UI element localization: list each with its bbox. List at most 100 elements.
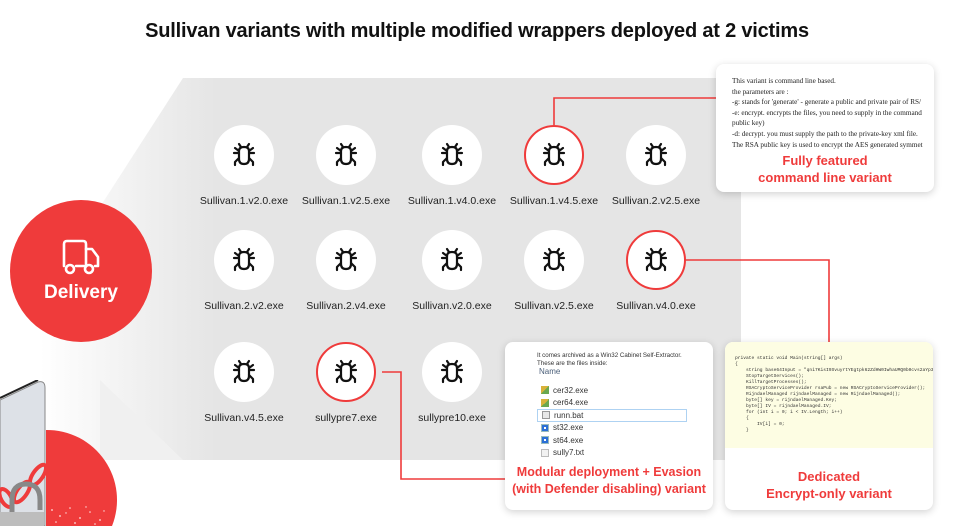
code-line: StopTargetServices(); (735, 374, 804, 379)
card-caption: Modular deployment + Evasion (with Defen… (505, 464, 713, 498)
bug-icon (214, 342, 274, 402)
variant-filename: Sullivan.2.v2.5.exe (611, 195, 701, 207)
variant-filename: Sullivan.1.v4.5.exe (509, 195, 599, 207)
file-name: st32.exe (553, 423, 584, 433)
archive-file-row: cer64.exe (537, 397, 687, 410)
archive-file-row: runn.bat (537, 409, 687, 422)
description-line: This variant is command line based. (732, 77, 836, 85)
code-line: byte[] key = rijndaelManaged.Key; (735, 398, 837, 403)
delivery-label: Delivery (44, 282, 118, 303)
archive-file-row: st32.exe (537, 422, 687, 435)
bug-icon (316, 125, 376, 185)
column-header-name: Name (539, 367, 561, 376)
variant-item: Sullivan.v2.0.exe (397, 230, 507, 312)
bug-icon (316, 230, 376, 290)
bug-icon (316, 342, 376, 402)
archive-file-list: cer32.exe cer64.exe runn.bat st32.exe st64.e… (537, 384, 687, 459)
batch-file-icon (542, 411, 550, 420)
description-line: the parameters are : (732, 87, 789, 96)
bug-icon (214, 125, 274, 185)
code-line: { (735, 362, 738, 367)
card-caption: Fully featured command line variant (716, 152, 934, 186)
locked-door-illustration (0, 380, 118, 526)
page-title: Sullivan variants with multiple modified… (145, 20, 809, 42)
code-line: for (int i = 0; i < IV.Length; i++) (735, 410, 843, 415)
truck-icon (62, 239, 100, 275)
code-line: RSACryptoServiceProvider rsaPub = new RS… (735, 386, 926, 391)
variant-item: Sullivan.v4.0.exe (601, 230, 711, 312)
caption-line: command line variant (758, 170, 892, 185)
code-snippet-panel: private static void Main(string[] args){… (725, 342, 933, 448)
file-name: cer64.exe (553, 398, 589, 408)
code-line: byte[] IV = rijndaelManaged.IV; (735, 404, 832, 409)
code-snippet: private static void Main(string[] args){… (735, 356, 933, 434)
variant-filename: Sullivan.1.v4.0.exe (407, 195, 497, 207)
archive-description: It comes archived as a Win32 Cabinet Sel… (537, 352, 682, 367)
card-modular-variant: It comes archived as a Win32 Cabinet Sel… (505, 342, 713, 510)
variant-filename: Sullivan.v2.5.exe (514, 300, 594, 312)
caption-line: Encrypt-only variant (766, 486, 892, 501)
code-line: RijndaelManaged rijndaelManaged = new Ri… (735, 392, 901, 397)
delivery-node: Delivery (10, 200, 152, 342)
code-line: KillTargetProcesses(); (735, 380, 807, 385)
bug-icon (524, 125, 584, 185)
caption-line: Dedicated (797, 469, 861, 484)
variant-filename: Sullivan.v4.0.exe (616, 300, 696, 312)
file-name: st64.exe (553, 435, 584, 445)
variant-item: Sullivan.1.v4.0.exe (397, 125, 507, 207)
caption-line: Modular deployment + Evasion (516, 465, 702, 479)
card-caption: Dedicated Encrypt-only variant (725, 468, 933, 502)
variant-filename: Sullivan.v4.5.exe (204, 412, 284, 424)
card-command-line-variant: This variant is command line based. the p… (716, 64, 934, 192)
variant-item: Sullivan.1.v2.0.exe (189, 125, 299, 207)
caption-line: Fully featured (782, 153, 868, 168)
installer-icon (541, 386, 549, 395)
variant-item: Sullivan.v2.5.exe (499, 230, 609, 312)
connector-command-line (553, 97, 716, 125)
code-line: } (735, 428, 749, 433)
code-line: { (735, 416, 749, 421)
code-line: IV[i] = 0; (735, 422, 785, 427)
caption-line: (with Defender disabling) variant (512, 482, 706, 496)
variant-item: Sullivan.2.v2.5.exe (601, 125, 711, 207)
variant-filename: Sullivan.1.v2.0.exe (199, 195, 289, 207)
command-line-description: This variant is command line based. the p… (732, 76, 930, 150)
intro-line: It comes archived as a Win32 Cabinet Sel… (537, 352, 682, 359)
variant-filename: Sullivan.2.v2.exe (204, 300, 284, 312)
description-line: public key) (732, 119, 765, 128)
description-line: -e: encrypt. encrypts the files, you nee… (732, 108, 922, 117)
variant-filename: sullypre7.exe (315, 412, 377, 424)
variant-item: sullypre7.exe (291, 342, 401, 424)
bug-icon (214, 230, 274, 290)
text-file-icon (541, 448, 549, 457)
variant-item: Sullivan.1.v4.5.exe (499, 125, 609, 207)
card-encrypt-only-variant: private static void Main(string[] args){… (725, 342, 933, 510)
installer-icon (541, 398, 549, 407)
file-name: cer32.exe (553, 385, 589, 395)
intro-line: These are the files inside: (537, 359, 608, 367)
variant-item: Sullivan.1.v2.5.exe (291, 125, 401, 207)
variant-item: Sullivan.2.v2.exe (189, 230, 299, 312)
code-line: private static void Main(string[] args) (735, 356, 843, 361)
description-line: The RSA public key is used to encrypt th… (732, 140, 923, 149)
variant-filename: Sullivan.2.v4.exe (306, 300, 386, 312)
variant-filename: sullypre10.exe (418, 412, 486, 424)
bug-icon (422, 125, 482, 185)
variant-item: Sullivan.v4.5.exe (189, 342, 299, 424)
bug-icon (626, 125, 686, 185)
description-line: -g: stands for 'generate' - generate a p… (732, 98, 921, 107)
bug-icon (626, 230, 686, 290)
variant-filename: Sullivan.1.v2.5.exe (301, 195, 391, 207)
executable-icon (541, 423, 549, 432)
bug-icon (524, 230, 584, 290)
variant-item: Sullivan.2.v4.exe (291, 230, 401, 312)
file-name: sully7.txt (553, 448, 585, 458)
description-line: -d: decrypt. you must supply the path to… (732, 129, 918, 138)
bug-icon (422, 342, 482, 402)
variant-item: sullypre10.exe (397, 342, 507, 424)
bug-icon (422, 230, 482, 290)
executable-icon (541, 436, 549, 445)
file-name: runn.bat (554, 410, 584, 420)
code-line: string base64Input = "qni7KisI9SvuyrtYEg… (735, 368, 933, 373)
variant-filename: Sullivan.v2.0.exe (412, 300, 492, 312)
